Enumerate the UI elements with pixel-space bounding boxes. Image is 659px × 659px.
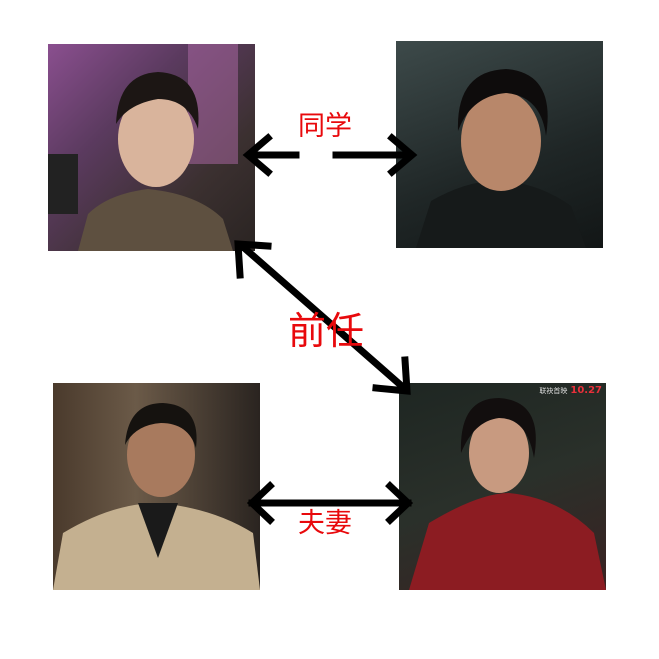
poster-date: 10.27 xyxy=(570,385,602,396)
relation-label-spouses: 夫妻 xyxy=(298,508,352,539)
relation-label-ex: 前任 xyxy=(288,309,365,353)
arrow-ex xyxy=(237,241,409,393)
photo-older-man-in-suit xyxy=(396,41,603,248)
photo-young-man-with-gun xyxy=(48,44,255,251)
photo-man-in-vest xyxy=(53,383,260,590)
relation-label-classmates: 同学 xyxy=(298,111,352,142)
poster-subtitle: 联袂首映 xyxy=(539,387,568,395)
